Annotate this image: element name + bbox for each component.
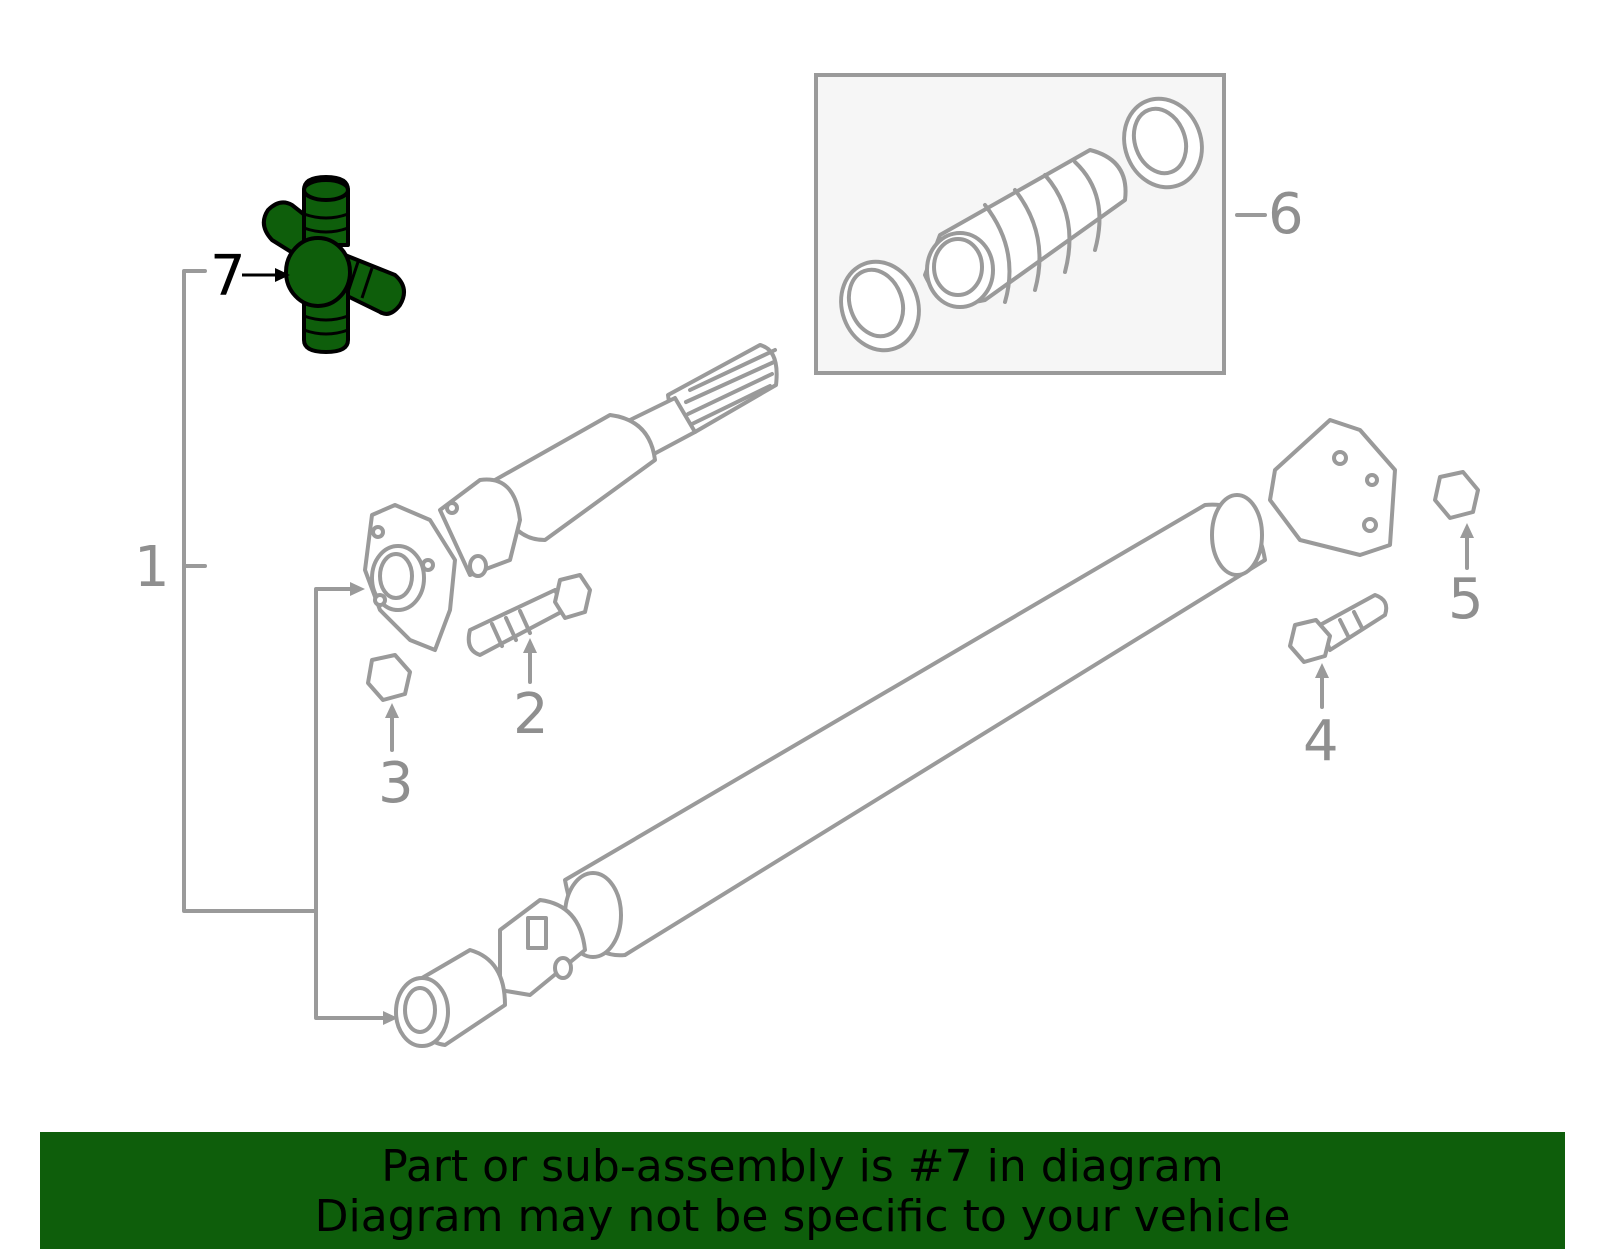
boot-kit-inset bbox=[814, 73, 1226, 375]
nut-3 bbox=[366, 653, 412, 702]
callout-3: 3 bbox=[378, 751, 414, 816]
front-driveshaft bbox=[363, 343, 779, 652]
banner-line-1: Part or sub-assembly is #7 in diagram bbox=[381, 1141, 1224, 1192]
callout-1-leader bbox=[182, 269, 398, 1025]
callout-4: 4 bbox=[1303, 709, 1339, 774]
callout-1: 1 bbox=[134, 535, 170, 600]
banner-line-2: Diagram may not be specific to your vehi… bbox=[314, 1191, 1291, 1242]
callout-7-arrow bbox=[242, 268, 290, 282]
callout-2: 2 bbox=[513, 682, 549, 747]
universal-joint-part-7[interactable] bbox=[261, 175, 406, 354]
callout-6: 6 bbox=[1268, 182, 1304, 247]
info-banner: Part or sub-assembly is #7 in diagram Di… bbox=[40, 1132, 1565, 1249]
rear-driveshaft bbox=[394, 418, 1397, 1048]
callout-7: 7 bbox=[210, 244, 246, 309]
nut-5 bbox=[1433, 470, 1480, 520]
callout-arrows bbox=[385, 213, 1474, 752]
bolt-2 bbox=[466, 573, 592, 657]
bolt-4 bbox=[1288, 593, 1389, 664]
callout-5: 5 bbox=[1448, 567, 1484, 632]
